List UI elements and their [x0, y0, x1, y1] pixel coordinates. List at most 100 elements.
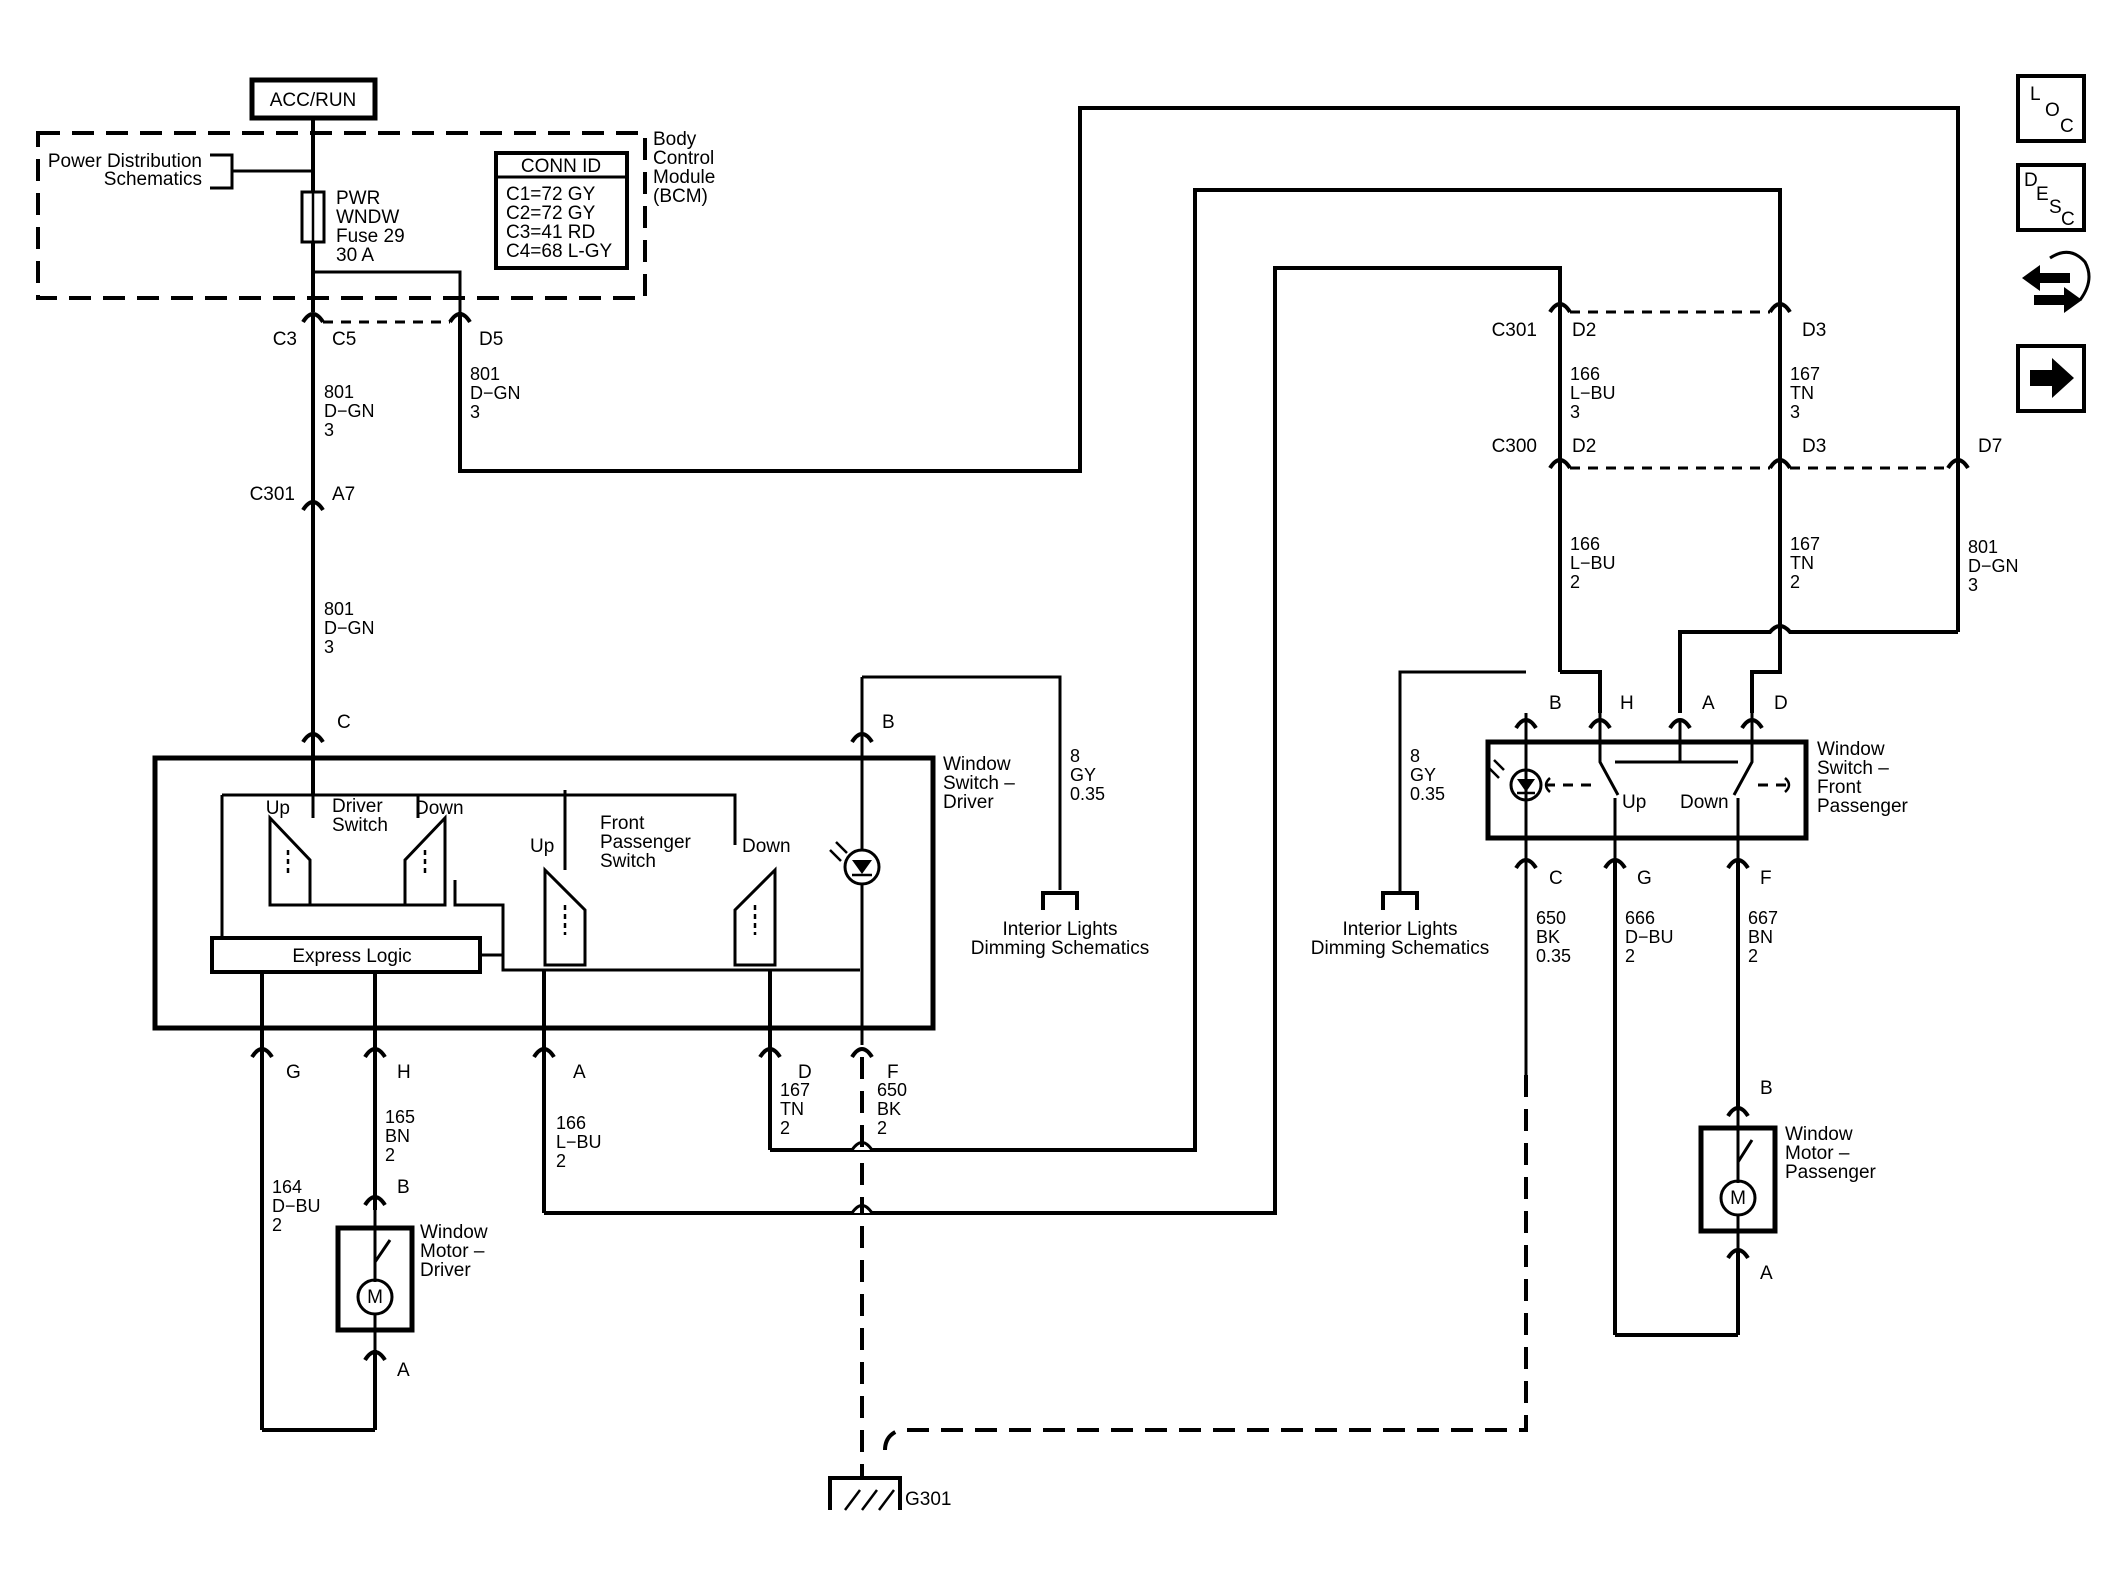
pds-bracket — [210, 153, 313, 190]
svg-text:8: 8 — [1070, 746, 1080, 766]
pass-a-label: A — [1702, 693, 1715, 714]
svg-text:165: 165 — [385, 1107, 415, 1127]
wire-801-a-label: 801 D−GN 3 — [324, 382, 375, 440]
wire-801-route — [458, 106, 1960, 473]
connector-c3-c5 — [301, 312, 472, 334]
c3-label: C3 — [273, 329, 297, 350]
d3-mid-label: D3 — [1802, 436, 1826, 457]
svg-text:Motor –: Motor – — [1785, 1143, 1850, 1164]
svg-text:C3=41 RD: C3=41 RD — [506, 222, 595, 243]
svg-text:BN: BN — [385, 1126, 410, 1146]
svg-text:166: 166 — [1570, 364, 1600, 384]
svg-text:2: 2 — [1625, 946, 1635, 966]
pass-down-switch — [1732, 713, 1754, 860]
drv-b-label: B — [882, 712, 895, 733]
wire-801-b-label: 801 D−GN 3 — [324, 599, 375, 657]
svg-text:BN: BN — [1748, 927, 1773, 947]
svg-text:Window: Window — [1817, 739, 1885, 760]
svg-text:Module: Module — [653, 167, 715, 188]
wire-650-pass-label: 650 BK 0.35 — [1536, 908, 1571, 966]
c301-right-label: C301 — [1492, 320, 1537, 341]
driver-led-icon — [829, 841, 881, 886]
wire-650-drv-label: 650 BK 2 — [877, 1080, 907, 1138]
desc-icon[interactable]: D E S C — [2016, 163, 2086, 232]
svg-text:BK: BK — [1536, 927, 1560, 947]
motor-m-label-2: M — [1730, 1188, 1746, 1209]
ild-right-label: Interior Lights Dimming Schematics — [1311, 919, 1489, 959]
express-logic-label: Express Logic — [292, 946, 411, 967]
drv-h-label: H — [397, 1062, 411, 1083]
svg-text:8: 8 — [1410, 746, 1420, 766]
svg-text:L: L — [2030, 84, 2041, 105]
svg-text:(BCM): (BCM) — [653, 186, 708, 207]
wire-801-c-label: 801 D−GN 3 — [470, 364, 521, 422]
svg-text:E: E — [2036, 184, 2049, 205]
svg-text:Dimming Schematics: Dimming Schematics — [971, 938, 1149, 959]
svg-text:2: 2 — [1748, 946, 1758, 966]
wire-166-drv-label: 166 L−BU 2 — [556, 1113, 602, 1171]
svg-text:D−GN: D−GN — [324, 618, 375, 638]
wire-166-top-label: 166 L−BU 3 — [1570, 364, 1616, 422]
motor-driver-label: Window Motor – Driver — [420, 1222, 488, 1281]
svg-text:Window: Window — [1785, 1124, 1853, 1145]
svg-text:S: S — [2049, 197, 2062, 218]
svg-text:Window: Window — [420, 1222, 488, 1243]
svg-text:C2=72 GY: C2=72 GY — [506, 203, 596, 224]
svg-text:3: 3 — [324, 420, 334, 440]
wire-8-right-label: 8 GY 0.35 — [1410, 746, 1445, 804]
svg-text:BK: BK — [877, 1099, 901, 1119]
pds-label-2: Schematics — [104, 169, 202, 190]
motor-pass-b-label: B — [1760, 1078, 1773, 1099]
svg-text:3: 3 — [1570, 402, 1580, 422]
svg-text:Interior Lights: Interior Lights — [1002, 919, 1117, 940]
connector-c300 — [1548, 458, 1970, 470]
wire-167-drv-label: 167 TN 2 — [780, 1080, 810, 1138]
driver-switch-label: Driver Switch — [332, 796, 388, 836]
svg-text:Driver: Driver — [332, 796, 383, 817]
svg-text:801: 801 — [470, 364, 500, 384]
d3-top-label: D3 — [1802, 320, 1826, 341]
svg-text:Window: Window — [943, 754, 1011, 775]
pass-c-label: C — [1549, 868, 1563, 889]
svg-text:L−BU: L−BU — [1570, 383, 1616, 403]
driver-up-switch — [268, 814, 312, 907]
svg-text:Interior Lights: Interior Lights — [1342, 919, 1457, 940]
wire-167-route — [770, 188, 1782, 1152]
svg-text:D−BU: D−BU — [272, 1196, 321, 1216]
svg-text:C4=68 L-GY: C4=68 L-GY — [506, 241, 612, 262]
svg-text:TN: TN — [1790, 383, 1814, 403]
svg-text:D−GN: D−GN — [1968, 556, 2019, 576]
d7-label: D7 — [1978, 436, 2002, 457]
d2-top-label: D2 — [1572, 320, 1596, 341]
pass-f-label: F — [1760, 868, 1772, 889]
drv-g-label: G — [286, 1062, 301, 1083]
svg-text:Driver: Driver — [420, 1260, 471, 1281]
svg-text:2: 2 — [556, 1151, 566, 1171]
svg-text:0.35: 0.35 — [1410, 784, 1445, 804]
passenger-window-switch — [1485, 739, 1809, 841]
svg-text:3: 3 — [1790, 402, 1800, 422]
next-arrow-icon[interactable] — [2016, 344, 2086, 413]
svg-text:C1=72 GY: C1=72 GY — [506, 184, 596, 205]
down-label-2: Down — [742, 836, 791, 857]
passenger-led-icon — [1488, 759, 1543, 802]
svg-text:Passenger: Passenger — [1785, 1162, 1877, 1183]
bcm-label: Body Control Module (BCM) — [653, 129, 715, 207]
ild-left-symbol — [1041, 891, 1079, 910]
loc-icon[interactable]: L O C — [2016, 74, 2086, 143]
down-label-3: Down — [1680, 792, 1729, 813]
svg-text:Front: Front — [1817, 777, 1862, 798]
connector-icon[interactable] — [2022, 250, 2091, 313]
svg-text:Front: Front — [600, 813, 645, 834]
c300-label: C300 — [1492, 436, 1537, 457]
fp-up-switch — [543, 866, 587, 967]
c301-label: C301 — [250, 484, 295, 505]
motor-passenger-label: Window Motor – Passenger — [1785, 1124, 1877, 1183]
drv-f-label: F — [887, 1062, 899, 1083]
ild-left-label: Interior Lights Dimming Schematics — [971, 919, 1149, 959]
svg-text:2: 2 — [1790, 572, 1800, 592]
svg-text:Switch: Switch — [600, 851, 656, 872]
passenger-switch-top-connectors — [1514, 718, 1764, 730]
svg-text:L−BU: L−BU — [1570, 553, 1616, 573]
down-label-1: Down — [415, 798, 464, 819]
